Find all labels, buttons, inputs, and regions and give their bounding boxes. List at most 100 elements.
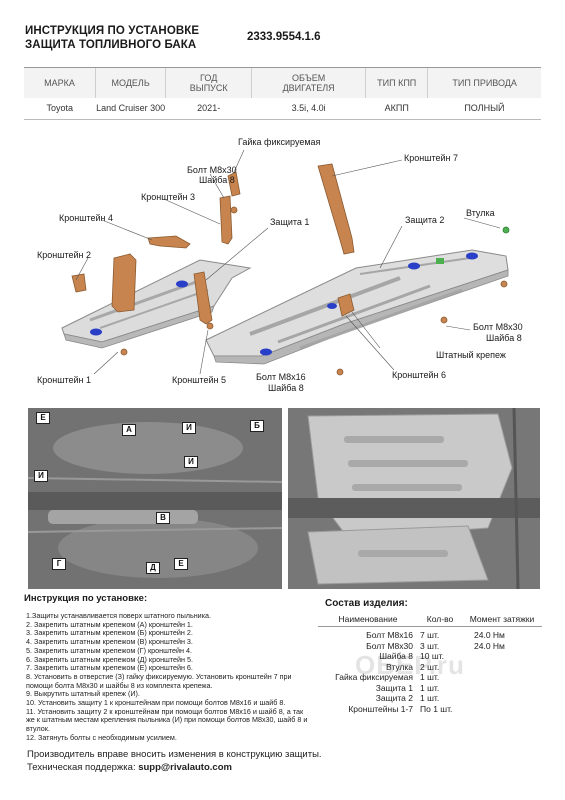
table-row: Болт М8х16 7 шт. 24.0 Нм [318, 627, 542, 641]
comp-name: Болт М8х30 [366, 640, 413, 651]
comp-qty: 2 шт. [420, 661, 440, 672]
comp-col-qty: Кол-во [418, 612, 462, 627]
instruction-step: 12. Затянуть болты с необходимым усилием… [26, 732, 177, 742]
label-standard-mount: Штатный крепеж [436, 350, 506, 360]
photo-mark: Е [36, 412, 50, 424]
col-header: МОДЕЛЬ [94, 68, 166, 98]
col-header: ОБЪЕМ ДВИГАТЕЛЯ [251, 68, 366, 98]
cell-gearbox: АКПП [384, 103, 409, 113]
instruction-step: 6. Закрепить штатным крепежом (Д) кроншт… [26, 654, 193, 664]
label-guard1: Защита 1 [270, 217, 310, 227]
col-header: ТИП ПРИВОДА [427, 68, 541, 98]
footer-note: Производитель вправе вносить изменения в… [27, 749, 322, 760]
comp-qty: 7 шт. [420, 630, 440, 641]
photo-right-drawing [288, 408, 540, 589]
cell-engine: 3.5i, 4.0i [291, 103, 326, 113]
label-bracket2: Кронштейн 2 [37, 250, 91, 260]
label-bracket5: Кронштейн 5 [172, 375, 226, 385]
watermark: ОБЕР.ru [355, 650, 465, 680]
support-label: Техническая поддержка: [27, 762, 136, 773]
composition-table: Наименование Кол-во Момент затяжки Болт … [318, 612, 542, 714]
comp-torque [462, 651, 542, 662]
label-bushing: Втулка [466, 208, 495, 218]
comp-name: Кронштейны 1-7 [348, 703, 413, 714]
label-guard2: Защита 2 [405, 215, 445, 225]
table-row: Защита 1 1 шт. [318, 683, 542, 694]
label-bracket7: Кронштейн 7 [404, 153, 458, 163]
underbody-photo-left: Е А И Б И И В Г Д Е [28, 408, 282, 589]
vehicle-table: МАРКА МОДЕЛЬ ГОД ВЫПУСК ОБЪЕМ ДВИГАТЕЛЯ … [24, 68, 541, 118]
comp-torque: 24.0 Нм [474, 630, 505, 641]
comp-torque [462, 683, 542, 694]
comp-col-torque: Момент затяжки [462, 612, 542, 627]
photo-mark: В [156, 512, 170, 524]
comp-qty: 1 шт. [420, 682, 440, 693]
instruction-step: 8. Установить в отверстие (З) гайку фикс… [26, 671, 292, 690]
comp-qty: 1 шт. [420, 693, 440, 704]
article-number: 2333.9554.1.6 [247, 31, 321, 43]
instruction-step: 1.Защиты устанавливается поверх штатного… [26, 611, 211, 620]
vehicle-table-header: МАРКА МОДЕЛЬ ГОД ВЫПУСК ОБЪЕМ ДВИГАТЕЛЯ … [24, 68, 541, 98]
instruction-step: 9. Выкрутить штатный крепеж (И). [26, 689, 140, 699]
doc-title-line1: ИНСТРУКЦИЯ ПО УСТАНОВКЕ [25, 25, 200, 37]
photo-mark: А [122, 424, 136, 436]
label-bolt-m8x30: Болт М8х30 [187, 165, 237, 175]
comp-qty: 3 шт. [420, 640, 440, 651]
support-email[interactable]: supp@rivalauto.com [138, 762, 232, 773]
comp-name: Гайка фиксируемая [335, 672, 413, 683]
composition-header: Наименование Кол-во Момент затяжки [318, 612, 542, 627]
photo-mark: И [182, 422, 196, 434]
comp-torque: 24.0 Нм [474, 640, 505, 651]
instructions-title: Инструкция по установке: [24, 593, 148, 604]
instruction-step: 2. Закрепить штатным крепежом (А) кроншт… [26, 619, 193, 629]
instruction-step: 10. Установить защиту 1 к кронштейнам пр… [26, 698, 286, 708]
photo-mark: Е [174, 558, 188, 570]
comp-torque [462, 672, 542, 683]
col-header: МАРКА [24, 68, 96, 98]
label-bracket3: Кронштейн 3 [141, 192, 195, 202]
label-bolt-m8x30-b: Болт М8х30 [473, 322, 523, 332]
instruction-step: 3. Закрепить штатным крепежом (Б) кроншт… [26, 628, 193, 638]
comp-name: Шайба 8 [379, 651, 413, 662]
guard-2-plate [205, 249, 509, 365]
comp-name: Защита 1 [375, 682, 413, 693]
photo-mark: Д [146, 562, 160, 574]
col-header: ГОД ВЫПУСК [165, 68, 252, 98]
comp-qty: 10 шт. [420, 651, 444, 662]
comp-torque [462, 693, 542, 704]
comp-torque [462, 662, 542, 673]
cell-model: Land Cruiser 300 [96, 103, 166, 113]
table-top-rule [24, 67, 541, 68]
leader-lines [75, 149, 501, 375]
label-nut: Гайка фиксируемая [238, 137, 321, 147]
doc-title-line2: ЗАЩИТА ТОПЛИВНОГО БАКА [25, 39, 197, 51]
footer-support: Техническая поддержка: supp@rivalauto.co… [27, 762, 232, 773]
cell-year: 2021- [197, 103, 221, 113]
photo-mark: Б [250, 420, 264, 432]
col-header: ТИП КПП [365, 68, 428, 98]
comp-torque [462, 704, 542, 715]
table-row: Кронштейны 1-7 По 1 шт. [318, 704, 542, 715]
table-row: Болт М8х30 3 шт. 24.0 Нм [318, 641, 542, 652]
cell-drive: ПОЛНЫЙ [464, 103, 505, 113]
photo-mark: И [34, 470, 48, 482]
label-washer8-c: Шайба 8 [268, 383, 304, 393]
instruction-step: 7. Закрепить штатным крепежом (Е) кроншт… [26, 663, 193, 673]
vehicle-table-row: Toyota Land Cruiser 300 2021- 3.5i, 4.0i… [24, 98, 541, 118]
composition-title: Состав изделия: [325, 598, 408, 609]
photo-left-drawing [28, 408, 282, 589]
comp-col-name: Наименование [318, 612, 418, 627]
label-bolt-m8x16: Болт М8х16 [256, 372, 306, 382]
label-washer8: Шайба 8 [199, 175, 235, 185]
label-bracket6: Кронштейн 6 [392, 370, 446, 380]
instructions-list: 1.Защиты устанавливается поверх штатного… [26, 611, 308, 743]
table-row: Втулка 2 шт. [318, 662, 542, 673]
comp-name: Втулка [385, 661, 413, 672]
instruction-step: 5. Закрепить штатным крепежом (Г) кроншт… [26, 645, 193, 655]
photo-mark: И [184, 456, 198, 468]
label-bracket1: Кронштейн 1 [37, 375, 91, 385]
cell-make: Toyota [46, 103, 73, 113]
exploded-diagram [61, 149, 510, 376]
instruction-step: 4. Закрепить штатным крепежом (В) кроншт… [26, 637, 193, 647]
comp-qty: 1 шт. [420, 672, 440, 683]
